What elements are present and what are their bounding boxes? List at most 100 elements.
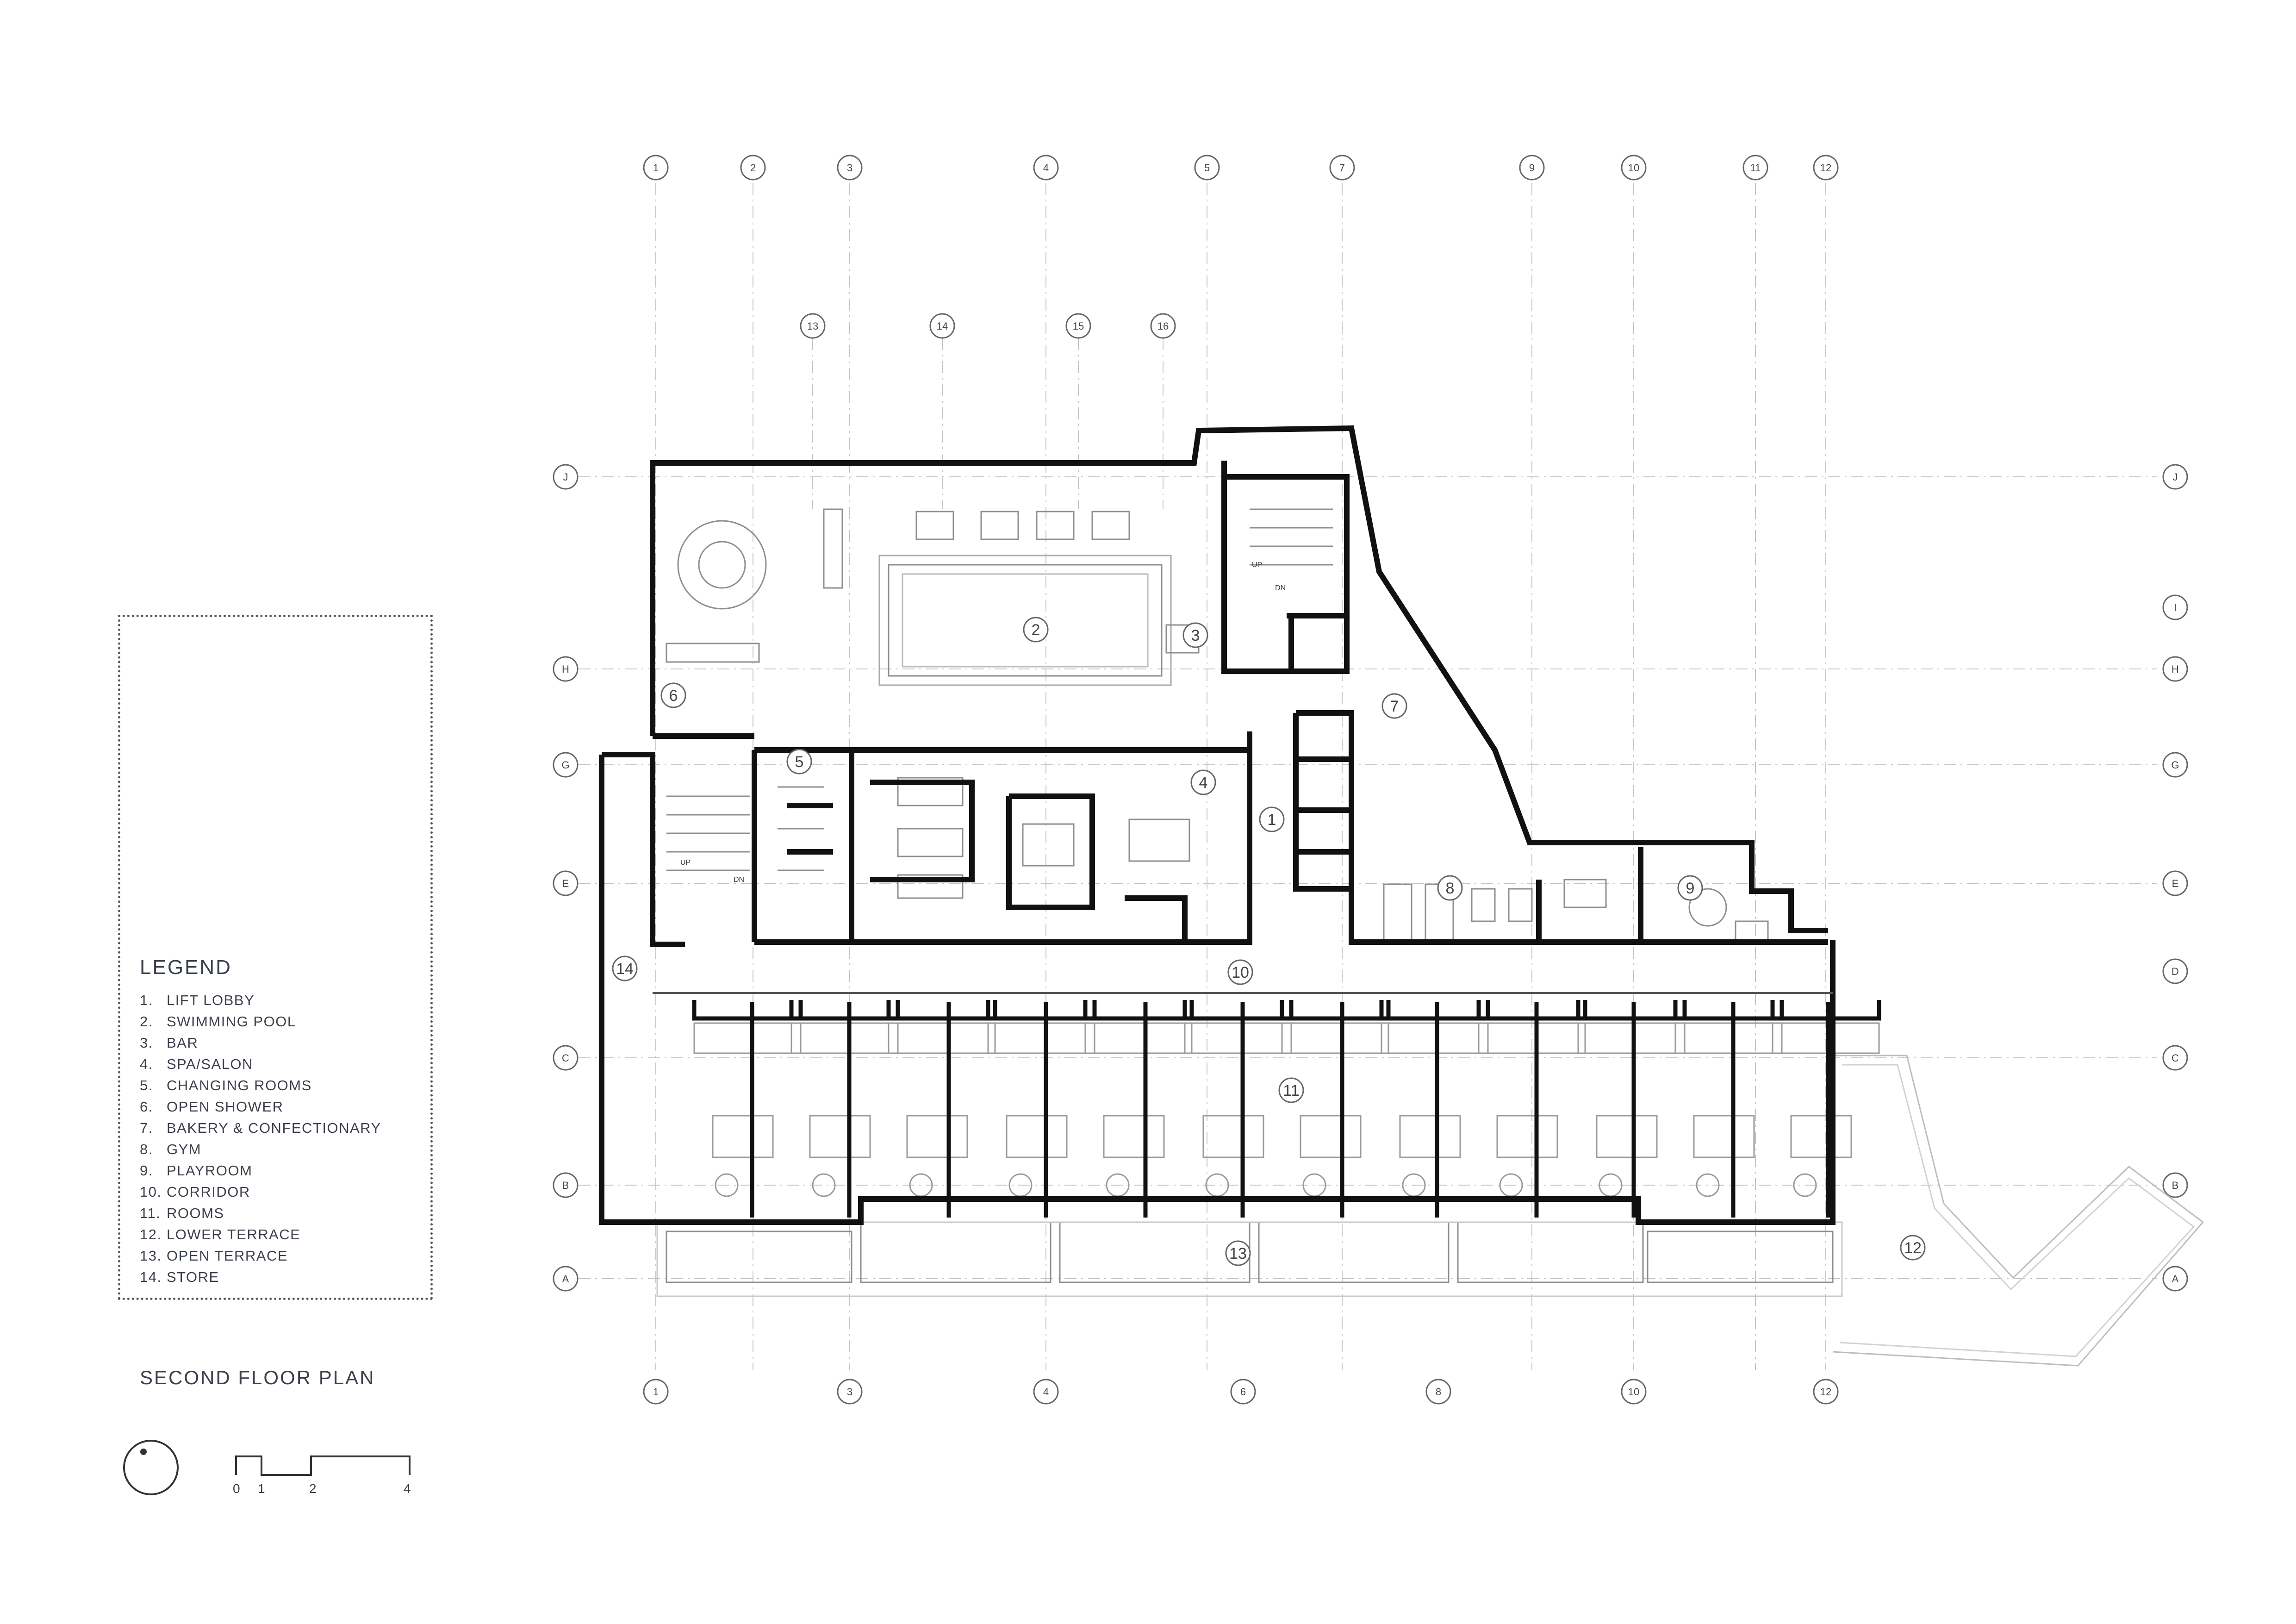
legend-item-number: 14. [140, 1269, 162, 1285]
room-tag-7-label: 7 [1390, 698, 1399, 715]
room-tag-8-label: 8 [1446, 880, 1455, 897]
legend-item-number: 11. [140, 1205, 161, 1221]
grid-bubble-bottom-3-label: 3 [847, 1386, 852, 1398]
grid-bubble-bottom-8-circle [1425, 1379, 1451, 1405]
chair-icon [1793, 1173, 1817, 1197]
legend-item-number: 8. [140, 1141, 153, 1157]
grid-bubble-left-J: J [553, 464, 579, 490]
grid-bubble-left-A: A [553, 1266, 579, 1292]
room-tag-9: 9 [1677, 875, 1703, 901]
bathroom-fixture [1772, 1022, 1880, 1054]
legend-item-label: GYM [167, 1141, 202, 1157]
grid-bubble-top-7-label: 7 [1339, 162, 1345, 174]
room-tag-10-label: 10 [1232, 964, 1249, 981]
bathroom-pod-wall [1379, 1000, 1490, 1021]
grid-bubble-right-D-circle [2162, 958, 2188, 984]
grid-bubble-upper-13: 13 [800, 313, 826, 339]
room-tag-4: 4 [1190, 769, 1216, 795]
legend-item: 14.STORE [140, 1267, 381, 1288]
grid-bubble-right-C-circle [2162, 1045, 2188, 1071]
room-tag-5-label: 5 [795, 753, 804, 771]
grid-bubble-left-B: B [553, 1172, 579, 1198]
bathroom-pod-wall [1182, 1000, 1294, 1021]
grid-bubble-upper-16-circle [1150, 313, 1176, 339]
grid-bubble-top-10-label: 10 [1628, 162, 1639, 174]
room-furniture [693, 1022, 1880, 1197]
stair-mark-up: UP [680, 859, 691, 867]
grid-bubble-top-7-circle [1329, 155, 1355, 181]
bed-icon [1399, 1115, 1461, 1158]
legend-item: 4.SPA/SALON [140, 1054, 381, 1075]
bathroom-pod-wall [1673, 1000, 1784, 1021]
grid-bubble-left-H: H [553, 656, 579, 682]
plan-title: SECOND FLOOR PLAN [140, 1367, 375, 1388]
grid-bubble-top-1-label: 1 [653, 162, 659, 174]
stair-mark-down: DN [1275, 584, 1286, 592]
bathroom-fixture [1478, 1022, 1586, 1054]
legend-item: 10.CORRIDOR [140, 1181, 381, 1203]
bathroom-pod-wall [1476, 1000, 1587, 1021]
legend-item-label: OPEN SHOWER [167, 1099, 284, 1115]
room-tag-3-label: 3 [1191, 627, 1200, 644]
grid-bubble-right-G: G [2162, 752, 2188, 778]
grid-bubble-left-G-circle [553, 752, 579, 778]
stair-mark-up: UP [1252, 561, 1262, 569]
grid-bubble-top-2-circle [740, 155, 766, 181]
legend-item: 13.OPEN TERRACE [140, 1245, 381, 1267]
bathroom-fixture [1281, 1022, 1389, 1054]
legend-item: 7.BAKERY & CONFECTIONARY [140, 1118, 381, 1139]
grid-bubble-bottom-4-circle [1033, 1379, 1059, 1405]
bathroom-pod-wall [1280, 1000, 1391, 1021]
bathroom-fixture [1577, 1022, 1686, 1054]
legend-frame [118, 615, 433, 1300]
bed-icon [1496, 1115, 1558, 1158]
bathroom-fixture [987, 1022, 1095, 1054]
legend-item-number: 10. [140, 1184, 162, 1200]
legend-item-label: BAR [167, 1035, 199, 1051]
bathroom-pod-wall [1083, 1000, 1194, 1021]
grid-bubble-top-10: 10 [1621, 155, 1647, 181]
bathroom-pod-wall [986, 1000, 1097, 1021]
bathroom-fixture [888, 1022, 996, 1054]
bed-icon [712, 1115, 774, 1158]
grid-bubble-top-2-label: 2 [750, 162, 756, 174]
room-tag-12-circle [1900, 1235, 1926, 1261]
grid-bubble-right-B: B [2162, 1172, 2188, 1198]
grid-bubble-top-4-label: 4 [1043, 162, 1049, 174]
grid-bubble-top-4-circle [1033, 155, 1059, 181]
room-tag-4-label: 4 [1199, 774, 1208, 792]
grid-bubble-left-B-label: B [562, 1180, 569, 1191]
scale-label-1: 1 [258, 1481, 265, 1496]
grid-bubble-right-C: C [2162, 1045, 2188, 1071]
room-tag-13-label: 13 [1229, 1245, 1247, 1262]
grid-bubble-bottom-4: 4 [1033, 1379, 1059, 1405]
bed-icon [1300, 1115, 1362, 1158]
legend-item-number: 9. [140, 1162, 153, 1179]
legend-title: LEGEND [140, 956, 232, 979]
grid-bubble-left-C-circle [553, 1045, 579, 1071]
grid-bubble-upper-16: 16 [1150, 313, 1176, 339]
grid-bubble-right-I-label: I [2174, 602, 2177, 613]
grid-bubble-top-3-label: 3 [847, 162, 852, 174]
legend-item: 12.LOWER TERRACE [140, 1224, 381, 1245]
grid-bubble-top-1: 1 [643, 155, 669, 181]
room-tag-1-label: 1 [1268, 811, 1276, 829]
room-tag-5: 5 [786, 749, 812, 775]
legend-item-number: 1. [140, 992, 153, 1008]
bed-icon [809, 1115, 871, 1158]
grid-bubble-right-H-label: H [2172, 663, 2179, 675]
room-tag-11-circle [1278, 1077, 1304, 1103]
grid-bubble-right-E-label: E [2172, 878, 2179, 889]
legend-item-label: CHANGING ROOMS [167, 1077, 312, 1093]
bed-icon [1693, 1115, 1755, 1158]
grid-bubble-right-G-circle [2162, 752, 2188, 778]
grid-bubble-top-12-circle [1813, 155, 1839, 181]
grid-bubble-right-A-label: A [2172, 1273, 2179, 1285]
grid-bubble-bottom-10-circle [1621, 1379, 1647, 1405]
grid-bubble-top-9-circle [1519, 155, 1545, 181]
grid-bubble-bottom-8-label: 8 [1436, 1386, 1441, 1398]
room-tag-11: 11 [1278, 1077, 1304, 1103]
